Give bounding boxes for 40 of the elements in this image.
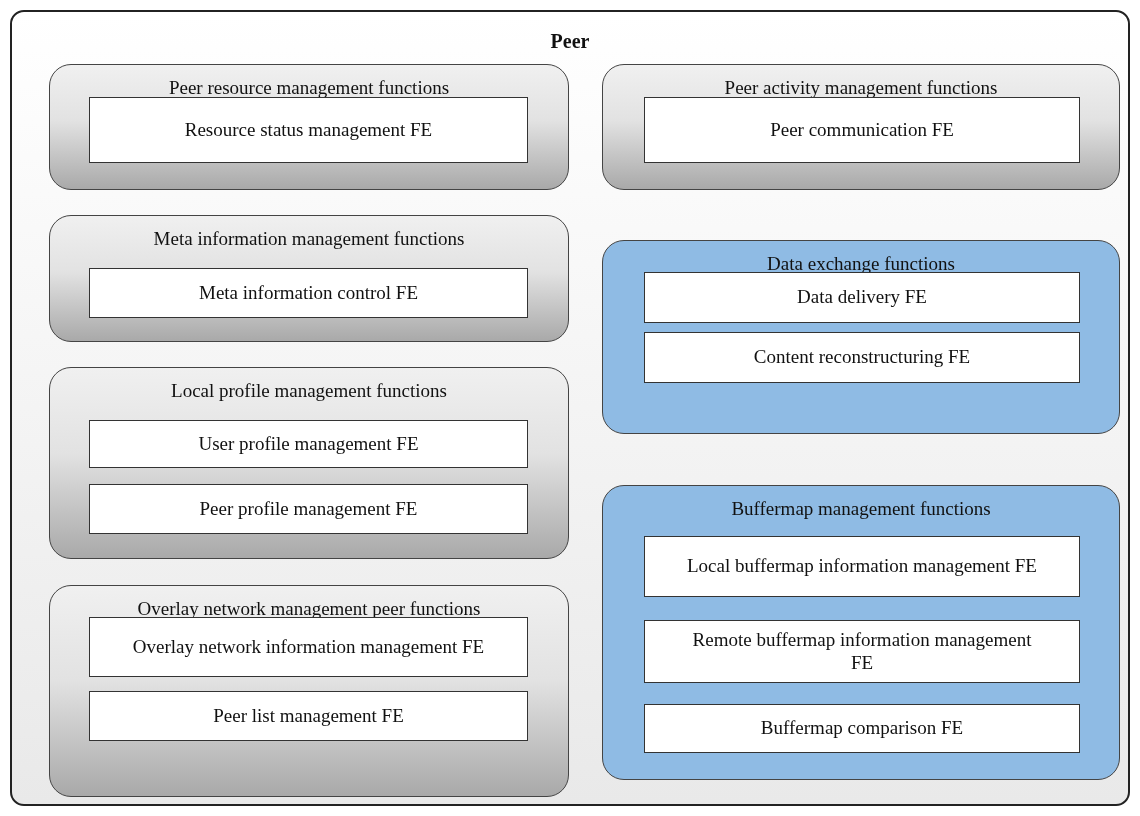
function-group [49,367,569,559]
group-title: Overlay network management peer functions [136,598,482,620]
function-group [49,585,569,797]
function-entity-box [644,332,1080,383]
function-entity-box [644,704,1080,753]
function-group [602,64,1120,190]
entity-label: Remote buffermap information management FE [691,628,1033,675]
function-entity-box [89,691,528,741]
function-entity-box [644,620,1080,683]
entity-label: Local buffermap information management FE [686,555,1038,578]
function-entity-box [644,97,1080,163]
entity-label: Content reconstructuring FE [752,346,972,369]
function-entity-box [89,420,528,468]
group-title: Meta information management functions [152,228,466,250]
group-title: Buffermap management functions [730,498,992,520]
function-group [602,485,1120,780]
group-title: Peer activity management functions [723,77,999,99]
function-group [602,240,1120,434]
function-entity-box [89,268,528,318]
group-title: Peer resource management functions [167,77,451,99]
group-title: Data exchange functions [766,253,956,275]
entity-label: Data delivery FE [796,286,928,309]
function-entity-box [644,272,1080,323]
function-entity-box [89,484,528,534]
function-entity-box [644,536,1080,597]
entity-label: Resource status management FE [183,118,434,142]
entity-label: Buffermap comparison FE [759,717,965,740]
entity-label: Overlay network information management FE [131,635,486,659]
function-entity-box [89,617,528,677]
entity-label: Meta information control FE [198,281,419,305]
entity-label: Peer communication FE [769,118,955,142]
entity-label: Peer list management FE [212,704,405,728]
function-group [49,64,569,190]
function-entity-box [89,97,528,163]
container-title: Peer [549,30,591,53]
function-group [49,215,569,342]
group-title: Local profile management functions [170,380,448,402]
entity-label: Peer profile management FE [198,497,419,521]
outer-container [10,10,1130,806]
entity-label: User profile management FE [197,432,420,456]
